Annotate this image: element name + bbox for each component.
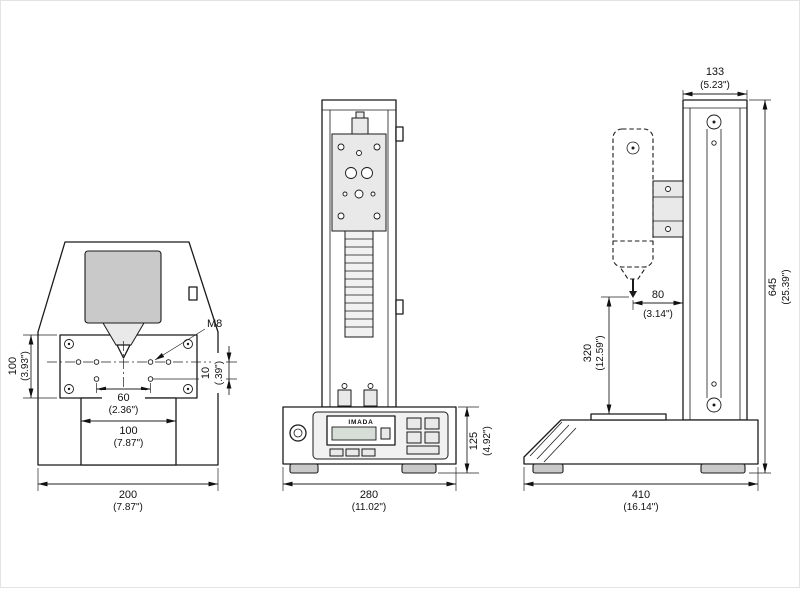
dim-overall-height-in: (25.39") [781,269,792,304]
dim-slot-width: 100 (7.87") [81,418,176,449]
limit-block-left [337,389,352,407]
thread-label: M8 [207,318,222,330]
limit-block-right [363,389,378,407]
dim-plate-height-in: (3.93") [20,351,31,381]
dim-vertical-clearance: 320 (12.59") [582,296,629,414]
column-side [682,99,748,421]
m8-holes [75,359,172,382]
gauge-funnel [102,322,145,346]
dim-base-depth-in: (16.14") [623,502,658,513]
front-view: IMADA 280 (11.02") [282,99,493,513]
dim-gauge-reach-mm: 80 [652,289,664,301]
foot-right [401,463,437,474]
coupling [351,117,369,135]
m8-leader-line [154,328,206,361]
dim-column-depth: 133 (5.23") [682,66,748,99]
dim-hole-offset-in: (.39") [214,361,225,385]
dim-base-height-in: (4.92") [482,426,493,456]
dim-base-depth-mm: 410 [632,489,650,501]
plate-screws [64,339,193,394]
dim-hole-spacing-mm: 60 [117,392,129,404]
limit-screw-right [367,383,374,389]
bracket-screw-top [665,186,671,192]
column-tab-upper [395,126,404,142]
dim-overall-width-in: (7.87") [113,502,143,513]
dim-base-width-mm: 280 [360,489,378,501]
force-gauge-side [612,128,654,298]
dim-base-width: 280 (11.02") [282,467,457,513]
thread-callout: M8 [154,318,222,361]
side-view: 133 (5.23") 645 (25.39") 80 (3.14") 320 … [523,66,792,513]
bracket-screw-bottom [665,226,671,232]
front-detail-view: 100 (3.93") M8 10 (.39") 60 (2.3 [7,241,237,513]
dim-hole-spacing: 60 (2.36") [96,383,151,416]
panel-buttons-right [406,417,440,455]
side-foot-front [532,463,564,474]
dim-hole-offset: 10 (.39") [153,346,237,395]
column-tab-lower [395,299,404,315]
dim-base-width-in: (11.02") [352,502,387,513]
dim-overall-width-mm: 200 [119,489,137,501]
dim-slot-width-mm: 100 [119,425,137,437]
dim-slot-width-in: (7.87") [114,438,144,449]
dim-column-depth-in: (5.23") [700,80,730,91]
dim-gauge-reach: 80 (3.14") [632,289,683,320]
limit-screw-left [341,383,348,389]
dim-overall-height-mm: 645 [767,278,779,296]
dim-base-height-mm: 125 [468,432,480,450]
crosshead-screws [337,143,381,220]
base-side [523,419,759,465]
front-slope-ridges [529,421,577,463]
gauge-body-front [84,250,162,324]
probe-tip [629,291,637,298]
belt-drive [706,114,722,413]
dim-base-depth: 410 (16.14") [523,467,759,513]
foot-left [289,463,319,474]
emergency-knob [289,424,307,442]
emergency-knob-center [293,428,303,438]
dim-base-height: 125 (4.92") [438,406,493,474]
dim-plate-height: 100 (3.93") [7,334,57,399]
display-screen [331,426,377,441]
dim-hole-offset-mm: 10 [200,367,212,379]
side-foot-rear [700,463,746,474]
dim-overall-width: 200 (7.87") [37,468,219,513]
dim-hole-spacing-in: (2.36") [109,405,139,416]
base-table-plate [590,413,667,421]
dim-overall-height: 645 (25.39") [749,99,792,474]
panel-buttons-bottom [329,448,376,457]
side-tab [188,286,198,301]
bellows-ribs [345,238,373,328]
dim-gauge-reach-in: (3.14") [643,309,673,320]
dim-vertical-clearance-in: (12.59") [595,335,606,370]
dim-plate-height-mm: 100 [7,357,19,375]
dim-vertical-clearance-mm: 320 [582,344,594,362]
display-side-button [380,427,391,440]
brand-label: IMADA [348,419,373,426]
dim-column-depth-mm: 133 [706,66,724,78]
